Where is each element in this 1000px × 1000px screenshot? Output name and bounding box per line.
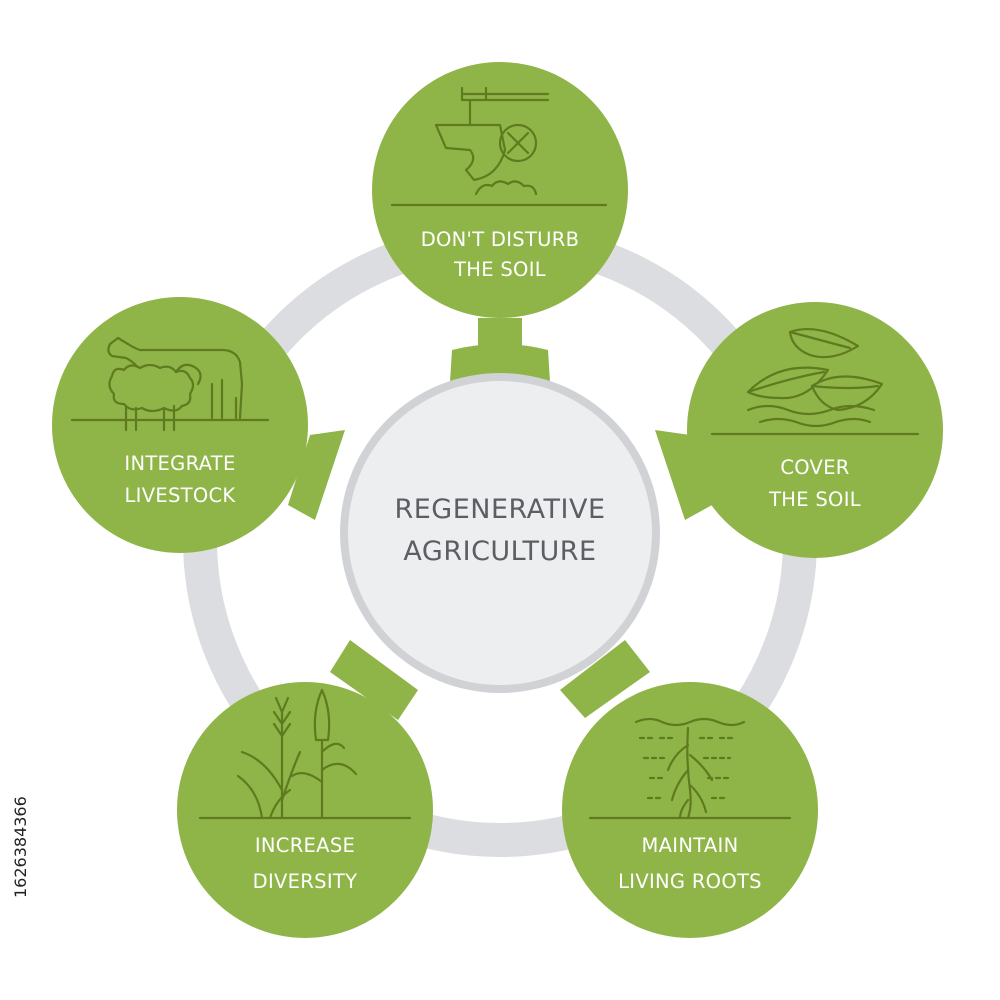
node-diversity: INCREASE DIVERSITY — [177, 682, 433, 938]
center-title-line2: AGRICULTURE — [403, 536, 596, 567]
connector-top-neck — [478, 318, 522, 358]
stock-id-label: 1626384366 — [4, 750, 34, 900]
center-circle — [348, 381, 652, 685]
node-livestock-line1: INTEGRATE — [124, 452, 235, 475]
node-living-roots-line1: MAINTAIN — [642, 834, 739, 857]
node-dont-disturb-line2: THE SOIL — [453, 258, 546, 281]
center-title-line1: REGENERATIVE — [394, 494, 605, 525]
stock-id-text: 1626384366 — [11, 796, 30, 898]
node-dont-disturb-line1: DON'T DISTURB — [421, 228, 580, 251]
node-living-roots-line2: LIVING ROOTS — [618, 870, 762, 893]
node-livestock-circle — [52, 297, 308, 553]
node-cover-soil: COVER THE SOIL — [687, 302, 943, 558]
node-dont-disturb: DON'T DISTURB THE SOIL — [372, 62, 628, 318]
node-cover-soil-line1: COVER — [780, 456, 849, 479]
node-diversity-line1: INCREASE — [255, 834, 355, 857]
node-livestock-line2: LIVESTOCK — [124, 484, 236, 507]
node-cover-soil-line2: THE SOIL — [768, 488, 861, 511]
node-living-roots: MAINTAIN LIVING ROOTS — [562, 682, 818, 938]
node-diversity-line2: DIVERSITY — [253, 870, 358, 893]
node-diversity-circle — [177, 682, 433, 938]
node-livestock: INTEGRATE LIVESTOCK — [52, 297, 308, 553]
